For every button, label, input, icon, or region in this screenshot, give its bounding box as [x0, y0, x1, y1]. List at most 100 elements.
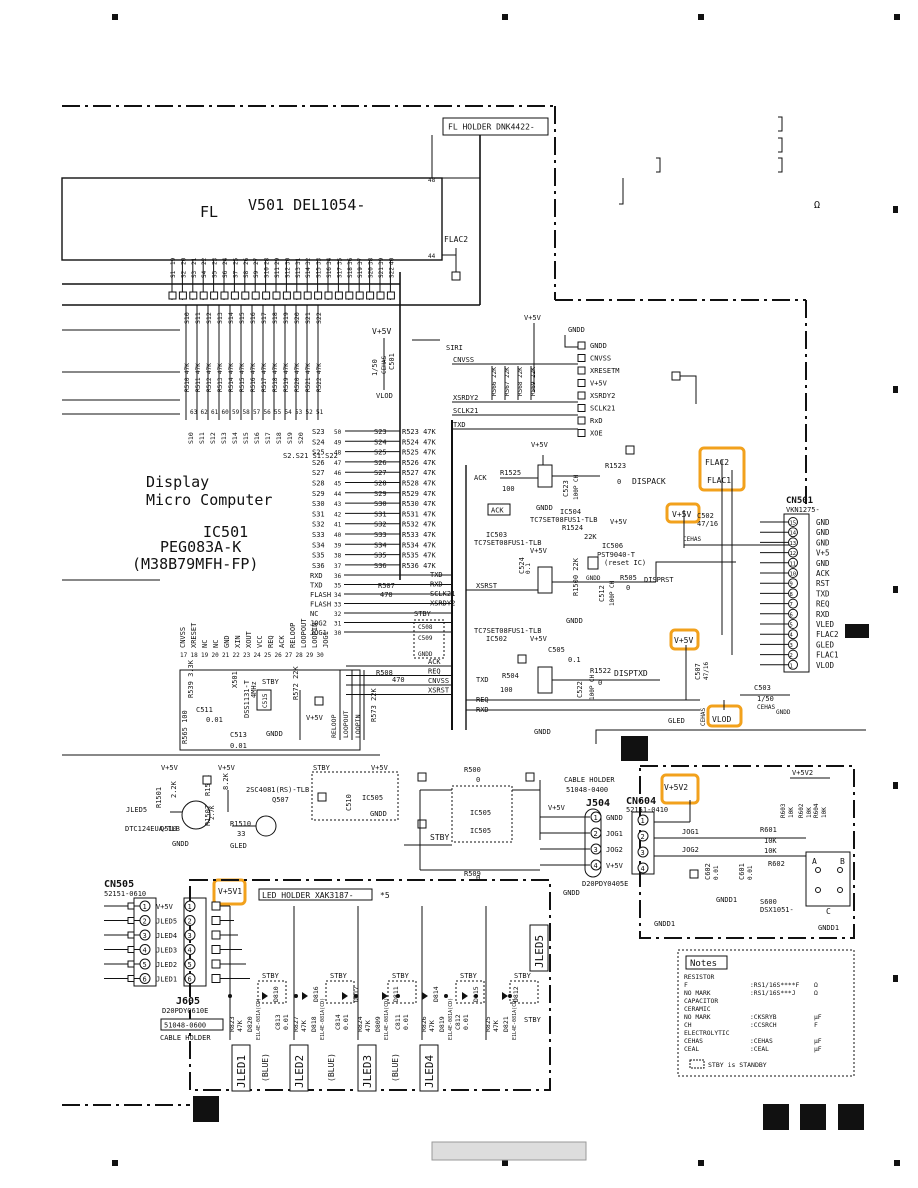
- grid-pin-number: 27: [253, 257, 260, 265]
- s-row-name: S35: [312, 552, 325, 560]
- s-row-pin: 48: [334, 450, 342, 457]
- s-row-resistor: R535 47K: [402, 552, 437, 560]
- v5v-ic502: V+5V: [530, 635, 548, 643]
- ic-bottom-pin-name: JOG1: [322, 631, 330, 648]
- s-row-net: S36: [374, 562, 387, 570]
- j504-pin-name: V+5V: [606, 862, 624, 870]
- seg-label-low: S12: [209, 432, 217, 444]
- notes-line-unit: F: [814, 1022, 818, 1029]
- seg-label-low: S17: [264, 432, 272, 444]
- j605-pin-circle: [184, 900, 196, 912]
- r505-val: 0: [626, 584, 630, 592]
- display-title-2: Micro Computer: [146, 491, 272, 509]
- led-junction: [294, 994, 298, 998]
- s600-part: DSX1051-: [760, 906, 794, 914]
- s-row-resistor: R525 47K: [402, 449, 437, 457]
- ic-side-net: RXD: [430, 581, 443, 589]
- cn501-pin-number: 14: [790, 531, 797, 537]
- grid-seg-label: S9: [253, 270, 260, 278]
- j605-box: [211, 945, 221, 954]
- v5v-mid: V+5V: [306, 714, 324, 722]
- c513-val: 0.01: [230, 742, 247, 750]
- s-row-resistor: R529 47K: [402, 490, 437, 498]
- ic506-part: PST9040-T: [597, 551, 636, 559]
- ic505-a: IC505: [470, 809, 491, 817]
- notes-line-value: :CCSRCH: [750, 1022, 777, 1029]
- gndd1-b: GNDD1: [654, 920, 675, 928]
- v5v-ic503: V+5V: [530, 547, 548, 555]
- seg-label: S13: [216, 312, 224, 324]
- net-box: [577, 341, 586, 350]
- r1525-val: 100: [502, 485, 515, 493]
- seg-label-low: S10: [187, 432, 195, 444]
- led-holder: LED HOLDER XAK3187-: [262, 891, 354, 900]
- seg-label: S14: [227, 312, 235, 324]
- ic502-part: TC7SET08FUS1-TLB: [474, 627, 541, 635]
- seg-label: S11: [194, 312, 202, 324]
- sheet-border: [62, 105, 807, 1106]
- fl-pin-box: [230, 291, 239, 300]
- led-resistor: R826: [420, 1016, 428, 1032]
- r505: R505: [620, 574, 637, 582]
- cn505-box: [127, 902, 135, 910]
- s-row-resistor: R528 47K: [402, 480, 437, 488]
- r1525: R1525: [500, 469, 521, 477]
- ic-pin-number: 60: [222, 409, 230, 416]
- display-title-1: Display: [146, 473, 209, 491]
- cn501-pin-number: 7: [790, 602, 793, 608]
- seg-label: S22: [315, 312, 323, 324]
- s-row-net: S26: [374, 459, 387, 467]
- cn501-pin-name: RXD: [816, 610, 830, 619]
- r1504: R1504: [204, 775, 212, 796]
- r572: R572 22K: [292, 665, 300, 700]
- led-part-type: E1L4E-081A(CD): [384, 998, 390, 1040]
- led-color-note: (BLUE): [391, 1053, 400, 1082]
- cn501-pin-number: 6: [790, 612, 793, 618]
- grid-seg-label: S13: [295, 267, 302, 278]
- ic-bottom-pin-name: GND: [223, 635, 231, 648]
- ic-bottom-pin-number: 24: [254, 652, 262, 659]
- fl-pin-box: [355, 291, 364, 300]
- ic-side-pin-number: 32: [334, 611, 342, 618]
- fl-pin-boxes: [168, 291, 395, 300]
- led-capacitor-value: 0.01: [462, 1014, 470, 1030]
- led-resistor: R825: [484, 1016, 492, 1032]
- cn501-pin-circle: [788, 517, 798, 527]
- fl-pin-box: [386, 291, 395, 300]
- cn604-pin-number: 2: [641, 833, 645, 841]
- v5v-left: V+5V: [372, 327, 391, 336]
- ic504-part: TC7SET08FUS1-TLB: [530, 516, 597, 524]
- top-right-net: CNVSS: [590, 355, 611, 363]
- ic501-label: IC501: [203, 523, 248, 541]
- led-diode-symbol: [302, 992, 308, 1000]
- seg-resistor: R522 47K: [316, 363, 323, 392]
- ic-bus-net: REQ: [428, 668, 441, 676]
- x501-freq: 4MHz: [250, 681, 258, 698]
- c602: C602: [704, 863, 712, 880]
- stby-j605: STBY: [524, 1016, 542, 1024]
- seg-label-low: S20: [297, 432, 305, 444]
- xsrst-label: XSRST: [476, 582, 498, 590]
- r500: R500: [464, 766, 481, 774]
- s-row-net: S31: [374, 510, 387, 518]
- s-row-name: S34: [312, 541, 325, 549]
- ic-pin-number: 59: [232, 409, 240, 416]
- r507-label: R507: [378, 582, 395, 590]
- j504-pin-circle: [590, 859, 602, 871]
- s-row-net: S24: [374, 438, 387, 446]
- q507-part: 2SC4081(RS)-TLB: [246, 786, 309, 794]
- ic-side-pin-number: 35: [334, 583, 342, 590]
- ic-side-pin-number: 34: [334, 592, 342, 599]
- pin44: 44: [428, 253, 436, 260]
- notes-line-value: :CEHAS: [750, 1038, 773, 1045]
- cn604-pin-number: 3: [641, 849, 645, 857]
- s600: S600: [760, 898, 777, 906]
- gndd-ic505: GNDD: [370, 810, 387, 818]
- r1507: R1507: [204, 805, 212, 826]
- r508-label: R508: [376, 669, 393, 677]
